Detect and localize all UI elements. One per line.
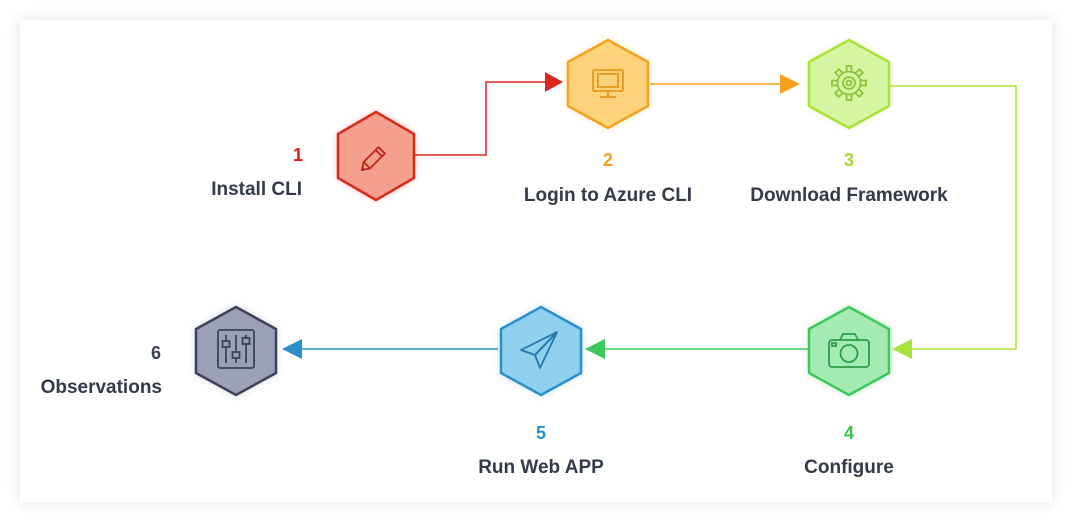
connector-1-2 bbox=[414, 72, 563, 156]
step-5-hexagon bbox=[499, 305, 583, 397]
step-2-label: Login to Azure CLI bbox=[523, 185, 693, 206]
step-3-number: 3 bbox=[843, 150, 855, 170]
step-1-number: 1 bbox=[292, 145, 303, 165]
step-5-number: 5 bbox=[535, 423, 547, 443]
step-3-label: Download Framework bbox=[750, 185, 948, 206]
step-4-hexagon bbox=[807, 305, 891, 397]
pencil-icon bbox=[360, 146, 386, 172]
connector-3-4 bbox=[890, 85, 1017, 359]
step-6-number: 6 bbox=[150, 343, 161, 363]
gear-icon bbox=[831, 65, 867, 101]
camera-icon bbox=[828, 333, 870, 368]
monitor-icon bbox=[592, 69, 624, 98]
step-3-hexagon bbox=[807, 38, 891, 130]
step-1-label: Install CLI bbox=[211, 179, 302, 200]
step-2-number: 2 bbox=[602, 150, 614, 170]
step-2-hexagon bbox=[566, 38, 650, 130]
step-4-label: Configure bbox=[804, 457, 894, 478]
step-6-label: Observations bbox=[40, 377, 162, 398]
paper-plane-icon bbox=[520, 331, 558, 369]
step-1-hexagon bbox=[336, 110, 416, 202]
step-6-hexagon bbox=[194, 305, 278, 397]
connector-2-3 bbox=[650, 74, 800, 94]
step-5-label: Run Web APP bbox=[478, 457, 604, 478]
connector-4-5 bbox=[585, 339, 808, 359]
step-4-number: 4 bbox=[843, 423, 855, 443]
connector-5-6 bbox=[282, 339, 498, 359]
sliders-icon bbox=[217, 329, 255, 369]
